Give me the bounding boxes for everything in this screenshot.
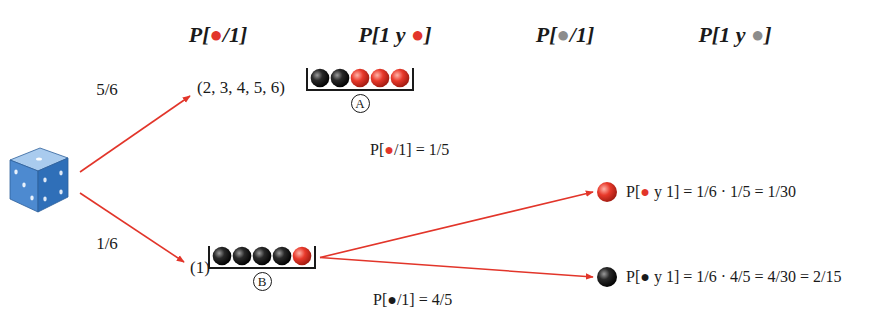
ball <box>331 69 350 88</box>
urn-box: B <box>208 246 316 291</box>
urn-tray <box>208 246 316 269</box>
column-header: P[●/1] <box>189 22 248 48</box>
ball-glyph: ● <box>640 268 650 285</box>
branch-probability: 5/6 <box>96 80 118 100</box>
ball <box>391 69 410 88</box>
ball-outcome: P[● y 1] = 1/6 · 1/5 = 1/30 <box>596 181 796 203</box>
ball <box>213 247 232 266</box>
ball <box>273 247 292 266</box>
ball <box>233 247 252 266</box>
branch-probability: P[●/1] = 4/5 <box>371 291 454 309</box>
ball <box>597 182 617 202</box>
urn-tray <box>306 68 414 91</box>
outcome-text: (2, 3, 4, 5, 6) <box>197 78 285 98</box>
balls <box>596 181 618 203</box>
balls <box>310 68 410 88</box>
balls <box>596 266 618 288</box>
branch-arrow <box>320 258 593 278</box>
urn-letter: B <box>253 272 272 291</box>
ball-glyph: ● <box>210 22 223 47</box>
ball-glyph: ● <box>640 183 650 200</box>
ball-glyph: ● <box>384 141 394 158</box>
die-icon <box>10 148 68 212</box>
ball-glyph: ● <box>387 291 397 308</box>
column-header: P[1 y ●] <box>698 22 771 48</box>
outcome-text: (1) <box>190 258 210 278</box>
ball <box>597 267 617 287</box>
outcome-label: (1) <box>190 258 210 278</box>
ball-glyph: ● <box>411 22 424 47</box>
column-header: P[1 y ●] <box>358 22 431 48</box>
urn-letter: A <box>351 94 370 113</box>
ball-outcome: P[● y 1] = 1/6 · 4/5 = 4/30 = 2/15 <box>596 266 841 288</box>
branch-probability: 1/6 <box>96 234 118 254</box>
branch-probability: P[●/1] = 1/5 <box>368 141 451 159</box>
balls <box>212 246 312 266</box>
ball-glyph: ● <box>751 22 764 47</box>
ball <box>253 247 272 266</box>
branch-arrow <box>80 193 184 262</box>
branch-arrow <box>320 192 593 258</box>
ball-glyph: ● <box>557 22 570 47</box>
outcome-label: (2, 3, 4, 5, 6) <box>197 78 285 98</box>
urn-box: A <box>306 68 414 113</box>
joint-probability: P[● y 1] = 1/6 · 1/5 = 1/30 <box>626 183 796 201</box>
ball <box>371 69 390 88</box>
joint-probability: P[● y 1] = 1/6 · 4/5 = 4/30 = 2/15 <box>626 268 841 286</box>
ball <box>311 69 330 88</box>
ball <box>293 247 312 266</box>
branch-arrow <box>80 96 190 172</box>
ball <box>351 69 370 88</box>
column-header: P[●/1] <box>536 22 595 48</box>
